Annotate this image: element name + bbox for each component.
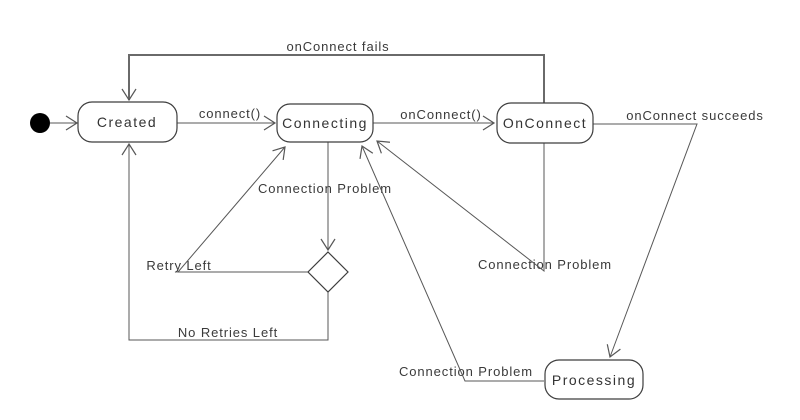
state-label: Processing	[552, 372, 636, 388]
transition-path	[121, 54, 545, 103]
transition-label: Connection Problem	[478, 257, 612, 272]
state-box	[496, 102, 594, 144]
state-choice	[307, 251, 349, 293]
state-initial	[30, 113, 50, 133]
transition-connection-problem-from-onconnect: Connection Problem	[376, 140, 612, 273]
transition-label: Retry Left	[146, 258, 211, 273]
transition-label: Connection Problem	[258, 181, 392, 196]
state-box	[276, 103, 374, 143]
state-created: Created	[77, 101, 178, 143]
choice-diamond	[307, 251, 349, 293]
transition-label: onConnect succeeds	[626, 108, 764, 123]
state-box	[77, 101, 178, 143]
transition-connection-problem-from-processing: Connection Problem	[359, 144, 544, 382]
transition-label: connect()	[199, 106, 261, 121]
state-connecting: Connecting	[276, 103, 374, 143]
transition-label: Connection Problem	[399, 364, 533, 379]
initial-state-dot	[30, 113, 50, 133]
transition-path	[593, 123, 698, 359]
transition-connect: connect()	[177, 106, 277, 131]
transition-label: onConnect()	[400, 107, 481, 122]
state-processing: Processing	[544, 359, 644, 400]
transition-onconnect-call: onConnect()	[373, 107, 496, 131]
state-label: OnConnect	[503, 115, 587, 131]
transition-label: onConnect fails	[286, 39, 389, 54]
transition-path	[121, 142, 329, 341]
transition-path	[376, 140, 545, 273]
transition-label: No Retries Left	[178, 325, 278, 340]
state-onconnect: OnConnect	[496, 102, 594, 144]
transition-onconnect-fails: onConnect fails	[121, 39, 545, 103]
state-label: Created	[97, 114, 157, 130]
transition-no-retries-left: No Retries Left	[121, 142, 329, 341]
transition-path	[359, 144, 544, 382]
transition-path	[176, 146, 308, 273]
state-box	[544, 359, 644, 400]
transition-retry-left: Retry Left	[146, 146, 308, 273]
state-label: Connecting	[282, 115, 368, 131]
transition-onconnect-succeeds: onConnect succeeds	[593, 108, 764, 359]
transition-connection-problem-to-choice: Connection Problem	[258, 142, 392, 252]
